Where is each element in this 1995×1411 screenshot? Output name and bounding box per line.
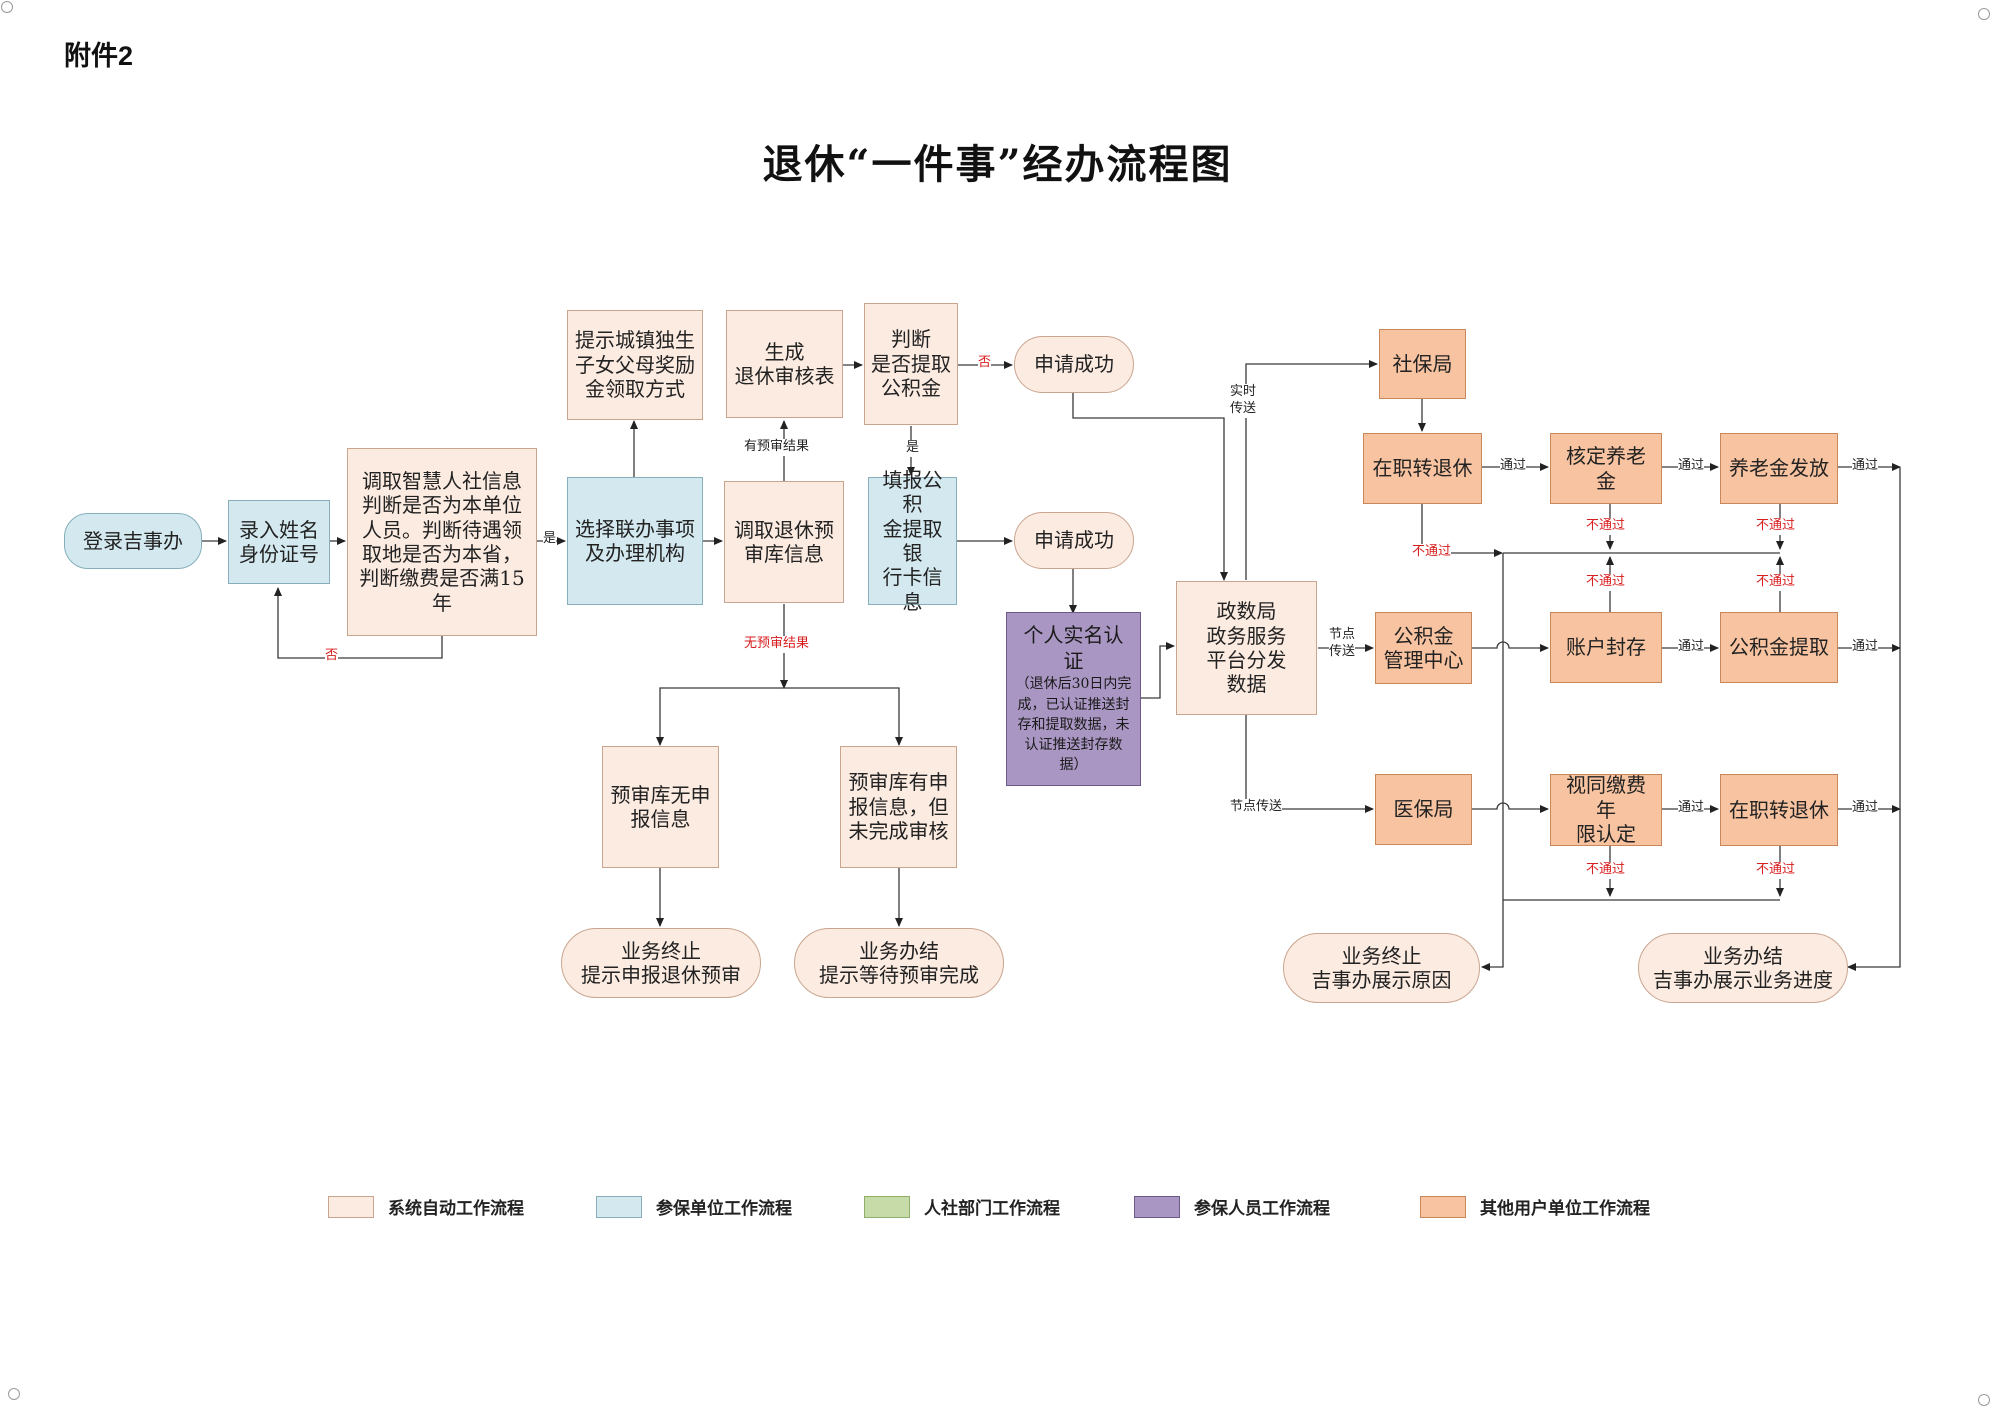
realname-note: （退休后30日内完成，已认证推送封存和提取数据，未认证推送封存数据） [1015, 676, 1132, 774]
node-platform[interactable]: 政数局 政务服务 平台分发 数据 [1176, 581, 1317, 715]
legend-label: 其他用户单位工作流程 [1480, 1199, 1650, 1218]
label-yes-main: 是 [543, 531, 557, 548]
node-realname[interactable]: 个人实名认证 （退休后30日内完成，已认证推送封存和提取数据，未认证推送封存数据… [1006, 612, 1141, 786]
node-account-seal[interactable]: 账户封存 [1550, 612, 1662, 683]
label-pass-4: 通过 [1678, 639, 1705, 656]
node-fund-center[interactable]: 公积金 管理中心 [1375, 612, 1472, 684]
node-done-left[interactable]: 业务办结 提示等待预审完成 [794, 928, 1004, 998]
node-pension-pay[interactable]: 养老金发放 [1720, 433, 1838, 504]
node-login[interactable]: 登录吉事办 [64, 513, 202, 569]
label-realtime: 实时 传送 [1230, 384, 1257, 418]
node-judge-fund[interactable]: 判断 是否提取 公积金 [864, 303, 958, 425]
label-node-send-mid: 节点 传送 [1329, 627, 1356, 661]
label-fail-2: 不通过 [1586, 518, 1626, 535]
label-fail-6: 不通过 [1586, 862, 1626, 879]
legend-label: 参保人员工作流程 [1194, 1199, 1330, 1218]
node-deemed-years[interactable]: 视同缴费年 限认定 [1550, 773, 1662, 846]
legend-swatch [328, 1195, 374, 1218]
legend-swatch [1134, 1195, 1180, 1218]
label-pass-1: 通过 [1500, 458, 1527, 475]
label-node-send-low: 节点传送 [1230, 799, 1283, 816]
node-pension-check[interactable]: 核定养老金 [1550, 433, 1662, 504]
node-has-info[interactable]: 预审库有申 报信息，但 未完成审核 [840, 746, 957, 868]
legend-label: 参保单位工作流程 [656, 1199, 792, 1218]
legend-swatch [1420, 1195, 1466, 1218]
node-no-info[interactable]: 预审库无申 报信息 [602, 746, 719, 868]
node-medical-bureau[interactable]: 医保局 [1375, 774, 1472, 845]
label-yes-fund: 是 [906, 440, 920, 457]
label-pass-7: 通过 [1852, 800, 1879, 817]
label-no-fund: 否 [978, 355, 992, 372]
corner-mark-bottom-left [8, 1388, 20, 1400]
legend-item-other: 其他用户单位工作流程 [1420, 1194, 1650, 1219]
legend-item-system: 系统自动工作流程 [328, 1194, 524, 1219]
node-check-info[interactable]: 调取智慧人社信息判断是否为本单位人员。判断待遇领取地是否为本省，判断缴费是否满1… [347, 448, 537, 636]
label-no-loop: 否 [325, 648, 339, 665]
legend-item-person: 参保人员工作流程 [1134, 1194, 1330, 1219]
node-retire-2[interactable]: 在职转退休 [1720, 774, 1838, 846]
node-end-right[interactable]: 业务终止 吉事办展示原因 [1283, 933, 1480, 1003]
label-pass-2: 通过 [1678, 458, 1705, 475]
legend-swatch [596, 1195, 642, 1218]
node-select-items[interactable]: 选择联办事项 及办理机构 [567, 477, 703, 605]
node-end-left[interactable]: 业务终止 提示申报退休预审 [561, 928, 761, 998]
node-fund-withdraw[interactable]: 公积金提取 [1720, 612, 1838, 683]
label-fail-3: 不通过 [1756, 518, 1796, 535]
label-fail-7: 不通过 [1756, 862, 1796, 879]
node-success-1[interactable]: 申请成功 [1014, 336, 1134, 393]
page-title: 退休“一件事”经办流程图 [762, 141, 1233, 188]
legend-label: 系统自动工作流程 [388, 1199, 524, 1218]
label-fail-1: 不通过 [1412, 544, 1452, 561]
node-fill-bank[interactable]: 填报公积 金提取银 行卡信息 [868, 468, 957, 614]
node-retire-1[interactable]: 在职转退休 [1363, 433, 1482, 504]
label-fail-5: 不通过 [1756, 574, 1796, 591]
corner-mark-top-left [1, 1, 13, 13]
legend-label: 人社部门工作流程 [924, 1199, 1060, 1218]
node-fetch-prereview[interactable]: 调取退休预 审库信息 [724, 481, 844, 603]
node-social-bureau[interactable]: 社保局 [1379, 329, 1466, 399]
corner-mark-bottom-right [1978, 1394, 1990, 1406]
label-pass-5: 通过 [1852, 639, 1879, 656]
legend-swatch [864, 1195, 910, 1218]
realname-title: 个人实名认证 [1023, 623, 1124, 674]
label-has-result: 有预审结果 [744, 439, 810, 456]
node-prompt-award[interactable]: 提示城镇独生 子女父母奖励 金领取方式 [567, 310, 703, 420]
legend-item-hr: 人社部门工作流程 [864, 1194, 1060, 1219]
legend-item-unit: 参保单位工作流程 [596, 1194, 792, 1219]
node-gen-table[interactable]: 生成 退休审核表 [726, 310, 843, 418]
label-no-result: 无预审结果 [744, 636, 810, 653]
label-pass-6: 通过 [1678, 800, 1705, 817]
node-success-2[interactable]: 申请成功 [1014, 512, 1134, 569]
corner-mark-top-right [1978, 8, 1990, 20]
node-input-id[interactable]: 录入姓名 身份证号 [228, 500, 330, 584]
node-done-right[interactable]: 业务办结 吉事办展示业务进度 [1638, 933, 1848, 1003]
label-fail-4: 不通过 [1586, 574, 1626, 591]
label-pass-3: 通过 [1852, 458, 1879, 475]
annex-label: 附件2 [64, 41, 134, 71]
